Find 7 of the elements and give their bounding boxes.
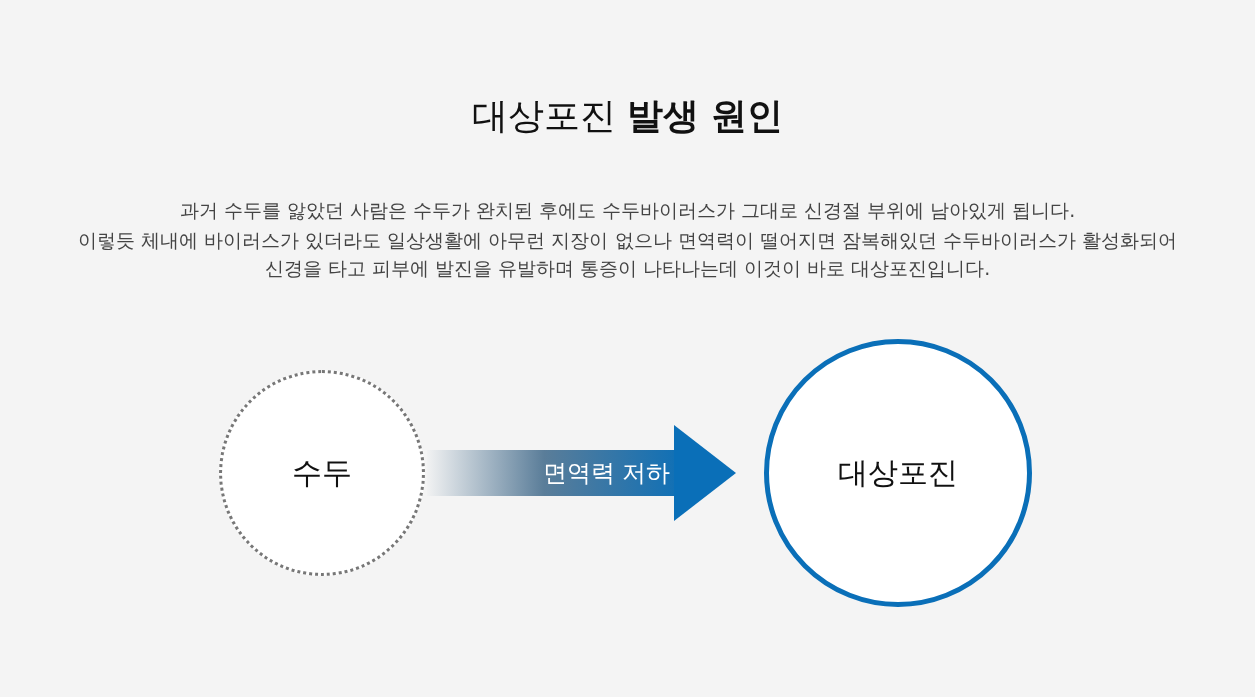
arrow — [427, 425, 736, 521]
node-label: 수두 — [292, 453, 352, 492]
edge-label: 면역력 저하 — [542, 458, 671, 489]
description-text: 과거 수두를 앓았던 사람은 수두가 완치된 후에도 수두바이러스가 그대로 신경절 부위에 남아있게 됩니다. — [178, 198, 1077, 223]
node-label: 대상포진 — [838, 453, 958, 492]
description-text: 이렇듯 체내에 바이러스가 있더라도 일상생활에 아무런 지장이 없으나 면역력이 떨어지면 잠복해있던 수두바이러스가 활성화되어 신경을 타고 피부에 발진을 유발하며 통증이 나타나는데 이것이 바로 대상포진입니다. — [77, 228, 1178, 281]
diagram-title: 대상포진 발생 원인 — [470, 94, 785, 138]
